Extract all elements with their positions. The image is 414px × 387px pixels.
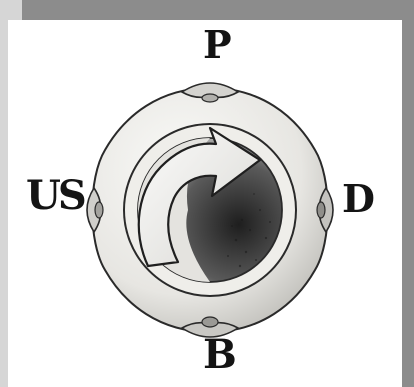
circular-arrow-medallion-icon: [70, 70, 350, 350]
frame-right-bar: [402, 20, 414, 387]
frame-top-bar: [22, 0, 414, 20]
label-top: P: [203, 26, 231, 64]
